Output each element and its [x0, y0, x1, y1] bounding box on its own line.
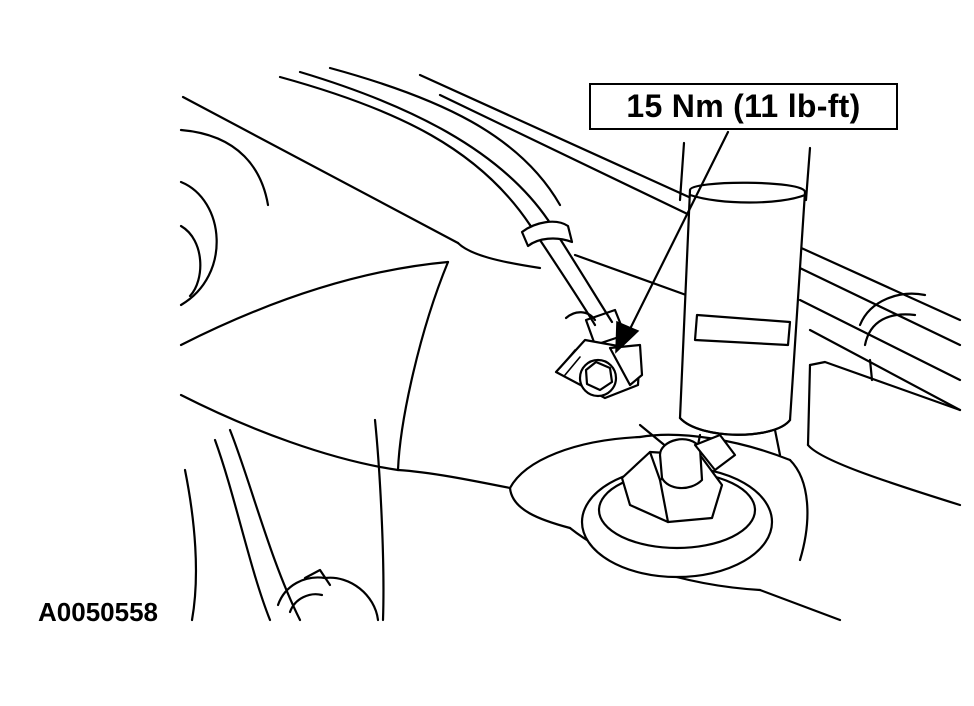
shock-absorber — [678, 141, 812, 462]
side-bracket — [806, 292, 962, 507]
bracket-bolt — [554, 338, 644, 400]
figure-id-label: A0050558 — [38, 597, 158, 627]
callout-leader — [615, 130, 730, 354]
brake-hose — [278, 66, 627, 347]
lower-mount-nut — [580, 433, 774, 579]
frame-rail — [179, 95, 542, 622]
arrowhead-icon — [615, 320, 640, 354]
lower-boss — [276, 568, 380, 622]
torque-spec-label: 15 Nm (11 lb-ft) — [626, 88, 861, 124]
torque-callout-box: 15 Nm (11 lb-ft) — [589, 83, 898, 130]
